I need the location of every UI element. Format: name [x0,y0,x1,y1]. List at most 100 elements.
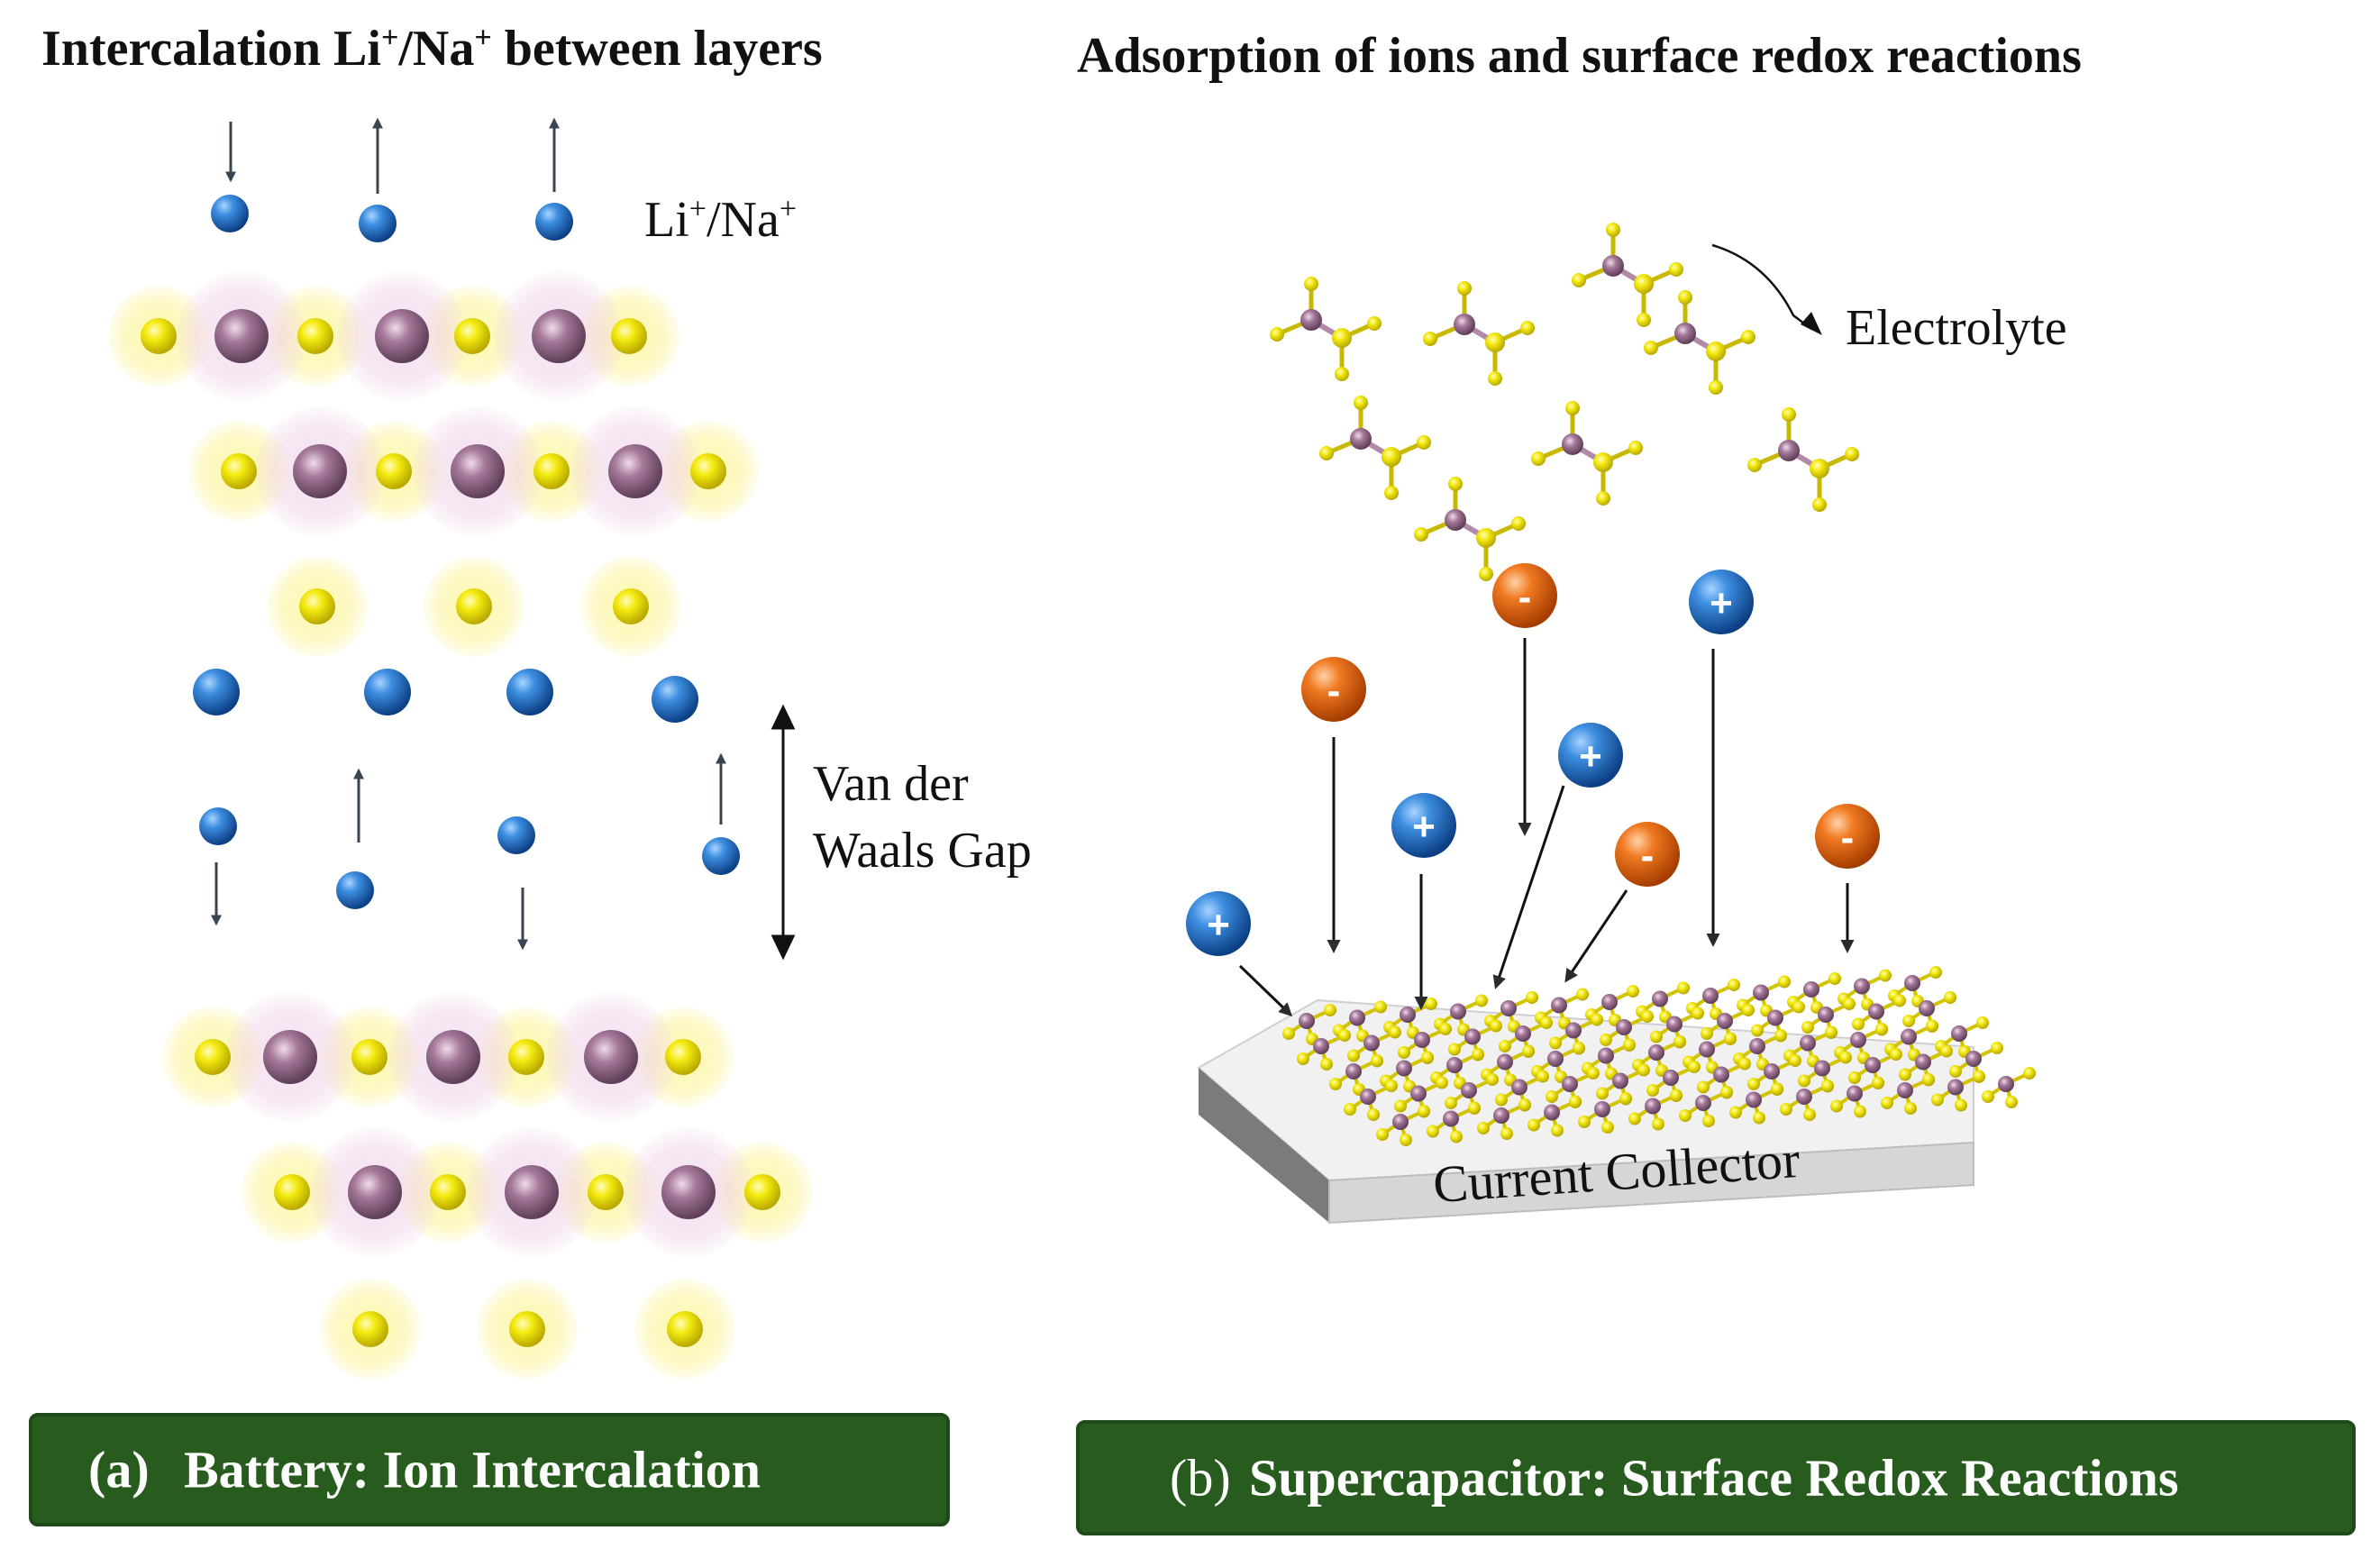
lattice-sulfur [1728,979,1740,991]
molecule-atom [1628,441,1643,455]
lattice-sulfur [1398,1046,1410,1059]
lattice-metal [1464,1028,1481,1045]
lattice-sulfur [1425,998,1437,1010]
lattice-metal [1847,1085,1863,1102]
molecule-atom [1644,341,1658,355]
cation-sphere [1558,723,1623,788]
electrolyte-molecule [1319,396,1431,500]
lattice-metal [1345,1063,1362,1080]
molecule-atom [1457,281,1472,296]
lattice-sulfur [1778,975,1791,989]
panel-a-title-suffix: between layers [491,21,823,77]
lattice-sulfur [1448,1043,1461,1056]
lattice-sulfur [1320,1058,1333,1071]
lattice-unit [1582,1038,1636,1080]
lattice-metal [1947,1079,1964,1096]
lattice-sulfur [1650,1030,1663,1043]
lattice-sulfur [1500,1127,1513,1140]
lattice-sulfur [1670,1089,1682,1102]
lattice-sulfur [1344,1103,1356,1116]
lattice-sulfur [1803,1108,1816,1121]
lattice-sulfur [1879,969,1892,982]
lattice-sulfur [1522,1044,1535,1058]
metal-atom [348,1165,402,1219]
lattice-unit [1982,1067,2036,1108]
ion-label-sup1: + [688,192,707,226]
ion-sphere [364,669,411,715]
lattice-unit [1477,1098,1531,1140]
electrolyte-molecule [1747,407,1859,512]
anion: - [1492,563,1557,628]
molecule-center-atom [1602,255,1624,277]
ion-sphere [702,837,740,875]
lattice-metal [1299,1013,1315,1029]
lattice-metal [1594,1101,1610,1117]
electrolyte-molecule [1644,290,1755,395]
lattice-metal [1400,1007,1416,1023]
charged-ions: - - - - + + + + [1186,563,1880,956]
lattice-sulfur [1931,1093,1944,1107]
sulfur-atom [588,1174,624,1210]
sulfur-atom [352,1311,388,1347]
lattice-unit [1434,994,1488,1036]
cation: + [1558,723,1623,788]
electrolyte-molecules [1270,223,1859,581]
lattice-sulfur [1394,1099,1407,1113]
lattice-unit [1535,988,1589,1030]
molecule-center-atom [1300,309,1322,331]
lattice-sulfur [1821,1080,1834,1092]
metal-atom [505,1165,559,1219]
lattice-sulfur [1282,1027,1295,1040]
lattice-sulfur [1789,1054,1801,1067]
electrolyte-curved-arrow [1711,243,1812,330]
lattice-sulfur [1600,1034,1612,1046]
anion-sphere [1492,563,1557,628]
lattice-sulfur [1792,1000,1805,1014]
lattice-sulfur [1940,1044,1953,1058]
lattice-unit [1427,1101,1481,1143]
lattice-metal [1645,1098,1661,1115]
sulfur-atom [454,318,490,354]
cation-sphere [1689,569,1754,634]
current-collector [1197,998,1974,1225]
electrolyte-molecule [1414,477,1526,581]
lattice-sulfur [1890,1048,1902,1061]
lattice-metal [1666,1016,1682,1033]
sulfur-atom [667,1311,703,1347]
lattice-metal [1854,978,1870,995]
upper-sulfur-row [267,556,681,657]
lattice-sulfur [1641,1010,1654,1023]
lattice-sulfur [1701,1027,1713,1040]
collector-left-face [1199,1068,1329,1223]
molecule-atom [1381,447,1401,467]
caption-panel-a: (a) Battery: Ion Intercalation [29,1413,950,1526]
lattice-sulfur [1418,1105,1430,1117]
lattice-metal [1461,1082,1477,1098]
molecule-atom [1335,367,1349,381]
lattice-unit [1527,1095,1582,1137]
lattice-unit [1783,1025,1837,1068]
lattice-metal [1392,1114,1409,1130]
lattice-metal [1749,1038,1765,1054]
lattice-sulfur [1677,981,1690,995]
panel-a-title-prefix: Intercalation Li [41,21,381,77]
lattice-unit [1297,1029,1351,1071]
molecule-atom [1810,459,1829,478]
sulfur-atom [744,1174,780,1210]
lattice-unit [1682,1032,1737,1074]
sulfur-atom [195,1039,231,1075]
vdw-gap-label-line2: Waals Gap [813,823,1032,879]
sulfur-atom [456,588,492,624]
lattice-sulfur [1652,1117,1664,1131]
sulfur-atom [613,588,649,624]
sulfur-atom [297,318,333,354]
panel-a-title: Intercalation Li+/Na+ between layers [41,20,823,77]
molecule-atom [1593,452,1613,472]
anion-sphere [1615,822,1680,887]
lattice-sulfur [1944,991,1956,1004]
upper-layer-2 [188,406,759,536]
lattice-sulfur [1569,1095,1582,1108]
lattice-sulfur [1347,1049,1360,1062]
surface-lattice [1282,966,2036,1146]
lattice-unit [1780,1080,1834,1121]
